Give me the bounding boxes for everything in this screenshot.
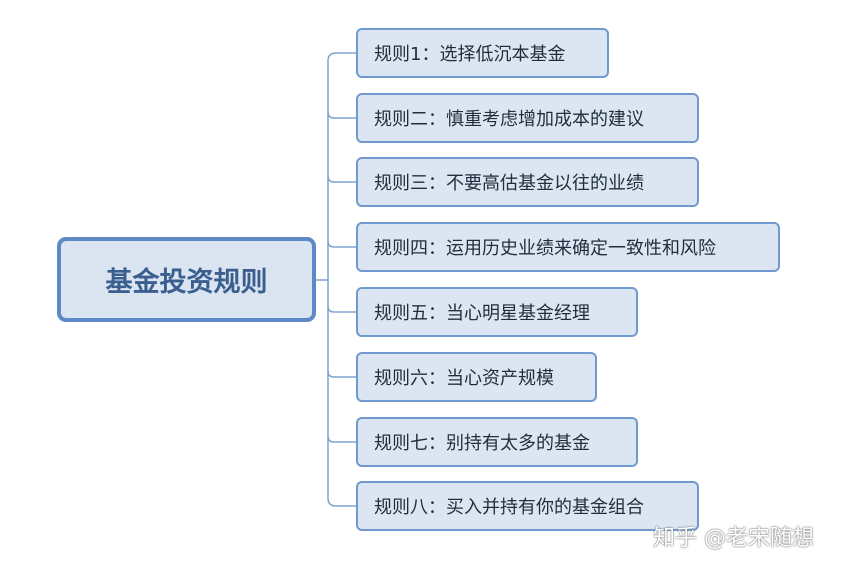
branch-connector (327, 111, 356, 119)
subtopic-label: 规则1：选择低沉本基金 (374, 44, 566, 65)
branch-connector (327, 435, 356, 443)
subtopic-rule-3[interactable]: 规则三：不要高估基金以往的业绩 (356, 157, 699, 207)
subtopic-rule-6[interactable]: 规则六：当心资产规模 (356, 352, 597, 402)
subtopic-label: 规则四：运用历史业绩来确定一致性和风险 (374, 238, 716, 259)
subtopic-label: 规则六：当心资产规模 (374, 368, 554, 389)
subtopic-rule-8[interactable]: 规则八：买入并持有你的基金组合 (356, 481, 699, 531)
subtopic-rule-5[interactable]: 规则五：当心明星基金经理 (356, 287, 638, 337)
subtopic-rule-4[interactable]: 规则四：运用历史业绩来确定一致性和风险 (356, 222, 780, 272)
branch-connector (327, 497, 356, 507)
root-topic[interactable]: 基金投资规则 (57, 237, 316, 322)
subtopic-rule-7[interactable]: 规则七：别持有太多的基金 (356, 417, 638, 467)
subtopic-label: 规则二：慎重考虑增加成本的建议 (374, 109, 644, 130)
subtopic-label: 规则三：不要高估基金以往的业绩 (374, 173, 644, 194)
watermark: 知乎 @老宋随想 (653, 526, 814, 551)
subtopic-rule-1[interactable]: 规则1：选择低沉本基金 (356, 28, 609, 78)
subtopic-label: 规则七：别持有太多的基金 (374, 433, 590, 454)
branch-connector (327, 52, 356, 62)
root-topic-label: 基金投资规则 (105, 267, 268, 298)
subtopic-label: 规则五：当心明星基金经理 (374, 303, 590, 324)
branch-connector (327, 305, 356, 313)
branch-connector (327, 240, 356, 248)
branch-connector (327, 175, 356, 183)
branch-connector (327, 370, 356, 378)
subtopic-label: 规则八：买入并持有你的基金组合 (374, 497, 644, 518)
subtopic-rule-2[interactable]: 规则二：慎重考虑增加成本的建议 (356, 93, 699, 143)
